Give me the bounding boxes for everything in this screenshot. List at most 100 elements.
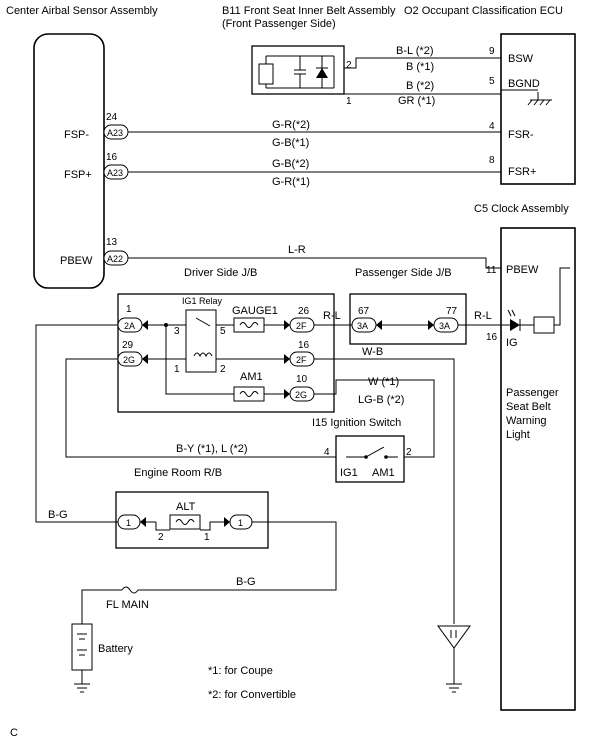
pbew-label: PBEW — [60, 255, 93, 267]
wire-wb-label: W-B — [362, 346, 383, 358]
wire-w1: W (*1) — [368, 376, 399, 388]
pbew-clock-label: PBEW — [506, 264, 539, 276]
led-icon — [510, 319, 520, 331]
ig1-relay-box — [185, 309, 217, 373]
alt-pin-1: 1 — [204, 532, 210, 543]
connector-2g-label: 2G — [123, 355, 135, 365]
pin-13: 13 — [106, 237, 118, 248]
connector-a23-2-label: A23 — [107, 168, 123, 178]
fsr-minus-label: FSR- — [508, 129, 534, 141]
belt-sensor-resistor — [258, 63, 274, 85]
zener-diode-icon — [316, 68, 328, 78]
pin-5: 5 — [489, 76, 495, 87]
driver-jb-box — [117, 293, 335, 413]
ignition-switch-box — [335, 435, 405, 483]
fl-main-fuse-icon — [121, 586, 139, 594]
wire-gb1-a: G-B(*1) — [272, 137, 309, 149]
ground-junction-icon — [437, 625, 471, 649]
pin-11: 11 — [486, 265, 497, 276]
wire-pbew — [128, 257, 501, 269]
am1-fuse — [233, 386, 265, 402]
jb-pin-3: 3 — [174, 326, 180, 337]
alt-label: ALT — [176, 501, 196, 513]
jb-pin-1: 1 — [126, 304, 132, 315]
airbag-sensor-body — [33, 33, 105, 289]
connector-3a-1-label: 3A — [357, 321, 368, 331]
connector-2g-2-label: 2G — [295, 390, 307, 400]
pin-4: 4 — [489, 121, 495, 132]
wire-w-lgb — [314, 379, 435, 458]
wire-lr: L-R — [288, 244, 306, 256]
fsp-plus-label: FSP+ — [64, 169, 92, 181]
ecu-title: O2 Occupant Classification ECU — [404, 5, 563, 17]
ignition-switch-contact — [365, 446, 385, 458]
battery-label: Battery — [98, 643, 133, 655]
wire-b1: B (*1) — [406, 61, 434, 73]
warning-light-line2: Seat Belt — [506, 401, 551, 413]
wire-rl2-label: R-L — [474, 310, 492, 322]
pin-16a: 16 — [106, 152, 118, 163]
alt-fuse — [169, 514, 201, 530]
jb-pin-1b: 1 — [174, 364, 180, 375]
wire-by-l-label: B-Y (*1), L (*2) — [176, 443, 248, 455]
wire-rl1-label: R-L — [323, 310, 341, 322]
am1-terminal-label: AM1 — [372, 467, 395, 479]
belt-pin-2: 2 — [346, 60, 352, 71]
wire-b2: B (*2) — [406, 80, 434, 92]
wire-gr2-a: G-R(*2) — [272, 119, 310, 131]
belt-assembly-subtitle: (Front Passenger Side) — [222, 18, 336, 30]
wire-gb2-b: G-B(*2) — [272, 158, 309, 170]
wire-bsw — [344, 57, 501, 69]
wire-gr1-b: G-R(*1) — [272, 176, 310, 188]
pin-8: 8 — [489, 155, 495, 166]
battery-icon — [71, 623, 93, 671]
sw-pin-2: 2 — [406, 447, 412, 458]
warning-light-line4: Light — [506, 429, 530, 441]
wire-bg-1 — [35, 324, 118, 523]
wire-bg2-label: B-G — [236, 576, 256, 588]
wire-bg-2 — [138, 521, 337, 591]
gauge1-label: GAUGE1 — [232, 305, 278, 317]
clock-body — [500, 227, 576, 711]
am1-fuse-label: AM1 — [240, 371, 263, 383]
connector-2a-label: 2A — [124, 321, 135, 331]
connector-2f-1-label: 2F — [296, 321, 307, 331]
wire-lgb2: LG-B (*2) — [358, 394, 404, 406]
bgnd-label: BGND — [508, 78, 540, 90]
engine-rb-title: Engine Room R/B — [134, 467, 222, 479]
pjb-pin-67: 67 — [358, 306, 370, 317]
wire-gr1: GR (*1) — [398, 95, 435, 107]
wire-by-l — [65, 358, 336, 458]
jb-pin-5: 5 — [220, 326, 226, 337]
ig-label: IG — [506, 337, 518, 349]
relay-contact — [195, 317, 211, 327]
connector-a22-label: A22 — [107, 254, 123, 264]
alt-pin-2: 2 — [158, 532, 164, 543]
jb-pin-10: 10 — [296, 374, 308, 385]
wire-bl2: B-L (*2) — [396, 45, 434, 57]
connector-erb-1a-label: 1 — [126, 518, 131, 528]
relay-coil-icon — [193, 352, 213, 358]
bsw-label: BSW — [508, 53, 534, 65]
connector-3a-2-label: 3A — [439, 321, 450, 331]
engine-rb-box — [115, 491, 269, 549]
passenger-jb-box — [349, 293, 467, 345]
driver-jb-title: Driver Side J/B — [184, 267, 257, 279]
connector-a23-1-label: A23 — [107, 128, 123, 138]
belt-pin-1: 1 — [346, 96, 352, 107]
belt-assembly-title: B11 Front Seat Inner Belt Assembly — [222, 5, 396, 17]
fsr-plus-label: FSR+ — [508, 166, 536, 178]
connector-erb-1b-label: 1 — [238, 518, 243, 528]
belt-assembly-box — [251, 45, 345, 95]
corner-letter: C — [10, 727, 18, 739]
note-convertible: *2: for Convertible — [208, 689, 296, 701]
jb-pin-2: 2 — [220, 364, 226, 375]
jb-pin-16: 16 — [298, 340, 310, 351]
ecu-body — [500, 33, 576, 185]
connector-2f-2-label: 2F — [296, 355, 307, 365]
wire-wb — [314, 358, 455, 624]
clock-resistor — [533, 316, 555, 334]
jb-pin-29: 29 — [122, 340, 134, 351]
ig1-relay-label: IG1 Relay — [182, 296, 223, 306]
